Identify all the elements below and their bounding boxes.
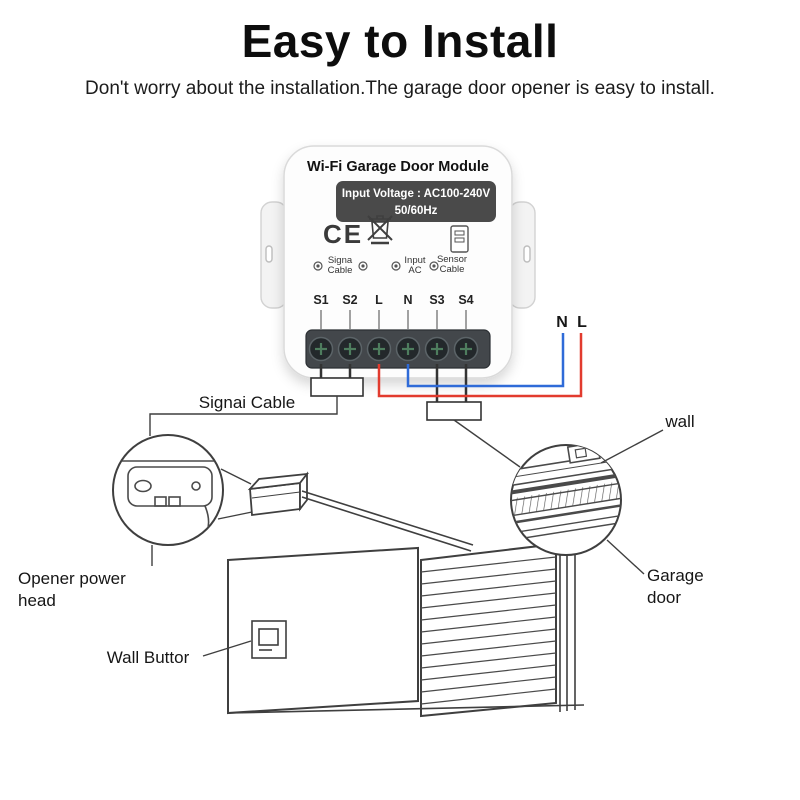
door-side-track (559, 538, 576, 712)
wall-label-leader (600, 429, 664, 464)
input-port-label-line2: AC (408, 265, 421, 276)
garage-door-label-line1: Garage (647, 566, 704, 585)
module-voltage: Input Voltage : AC100-240V (342, 188, 491, 200)
wall-button-label-leader (202, 640, 252, 657)
opener-power-head-label-line2: head (18, 591, 56, 610)
opener-power-head-label-line1: Opener power (18, 569, 126, 588)
callout-line-bottom (217, 511, 253, 520)
page-title: Easy to Install (241, 15, 559, 67)
opener-head-drawing (116, 460, 221, 533)
signa-port-label-line2: Cable (328, 265, 353, 276)
neutral-wire (406, 333, 565, 388)
live-label: L (577, 314, 587, 331)
garage-door-panel (420, 542, 557, 718)
callout-line-top (220, 468, 252, 485)
wiring (310, 333, 583, 421)
page-subtitle: Don't worry about the installation.The g… (85, 78, 715, 99)
garage-scene (227, 471, 585, 718)
sensor-port-label-line1: Sensor (437, 254, 467, 265)
terminal-label-s4: S4 (458, 293, 473, 307)
wall-label: wall (664, 412, 694, 431)
garage-door-label-leader (606, 539, 645, 575)
terminal-tick-lines (320, 310, 467, 329)
terminal-label-s3: S3 (429, 293, 444, 307)
wall-button-label: Wall Buttor (107, 648, 190, 667)
terminal-label-s1: S1 (313, 293, 328, 307)
terminal-label-l: L (375, 293, 383, 307)
wifi-module-device: Wi-Fi Garage Door Module Input Voltage :… (260, 145, 536, 379)
sensor-to-wall-leader (453, 419, 521, 468)
mounting-ears (260, 201, 536, 309)
terminal-label-n: N (403, 293, 412, 307)
port-screw-icons (313, 261, 439, 271)
wall-track-drawing (511, 445, 621, 542)
sensor-port-label-line2: Cable (440, 264, 465, 275)
signal-cable-leader (149, 396, 338, 436)
ce-mark: CE (323, 219, 363, 249)
module-frequency: 50/60Hz (395, 205, 438, 217)
terminal-label-s2: S2 (342, 293, 357, 307)
opener-callout (112, 434, 253, 546)
leader-lines (149, 396, 664, 657)
garage-front-wall (227, 546, 419, 715)
terminal-screws (308, 336, 479, 362)
sensor-port-icon (450, 225, 469, 253)
signal-cable-label: Signai Cable (199, 393, 295, 412)
live-wire (377, 333, 583, 398)
sensor-cable-connector (426, 401, 482, 421)
neutral-label: N (556, 314, 568, 331)
module-name: Wi-Fi Garage Door Module (307, 159, 489, 175)
page-header: Easy to Install Don't worry about the in… (0, 14, 800, 100)
signal-cable-connector (310, 377, 364, 397)
input-port-label-line1: Input (404, 255, 425, 266)
wall-button (251, 620, 287, 659)
opener-rail (301, 490, 474, 552)
wall-mount-callout (510, 444, 622, 556)
opener-head-scene (247, 471, 310, 517)
garage-door-label-line2: door (647, 588, 681, 607)
floor-line (227, 704, 585, 714)
weee-crossed-bin-icon (367, 215, 393, 245)
signa-port-label-line1: Signa (328, 255, 353, 266)
voltage-pill (336, 181, 496, 222)
